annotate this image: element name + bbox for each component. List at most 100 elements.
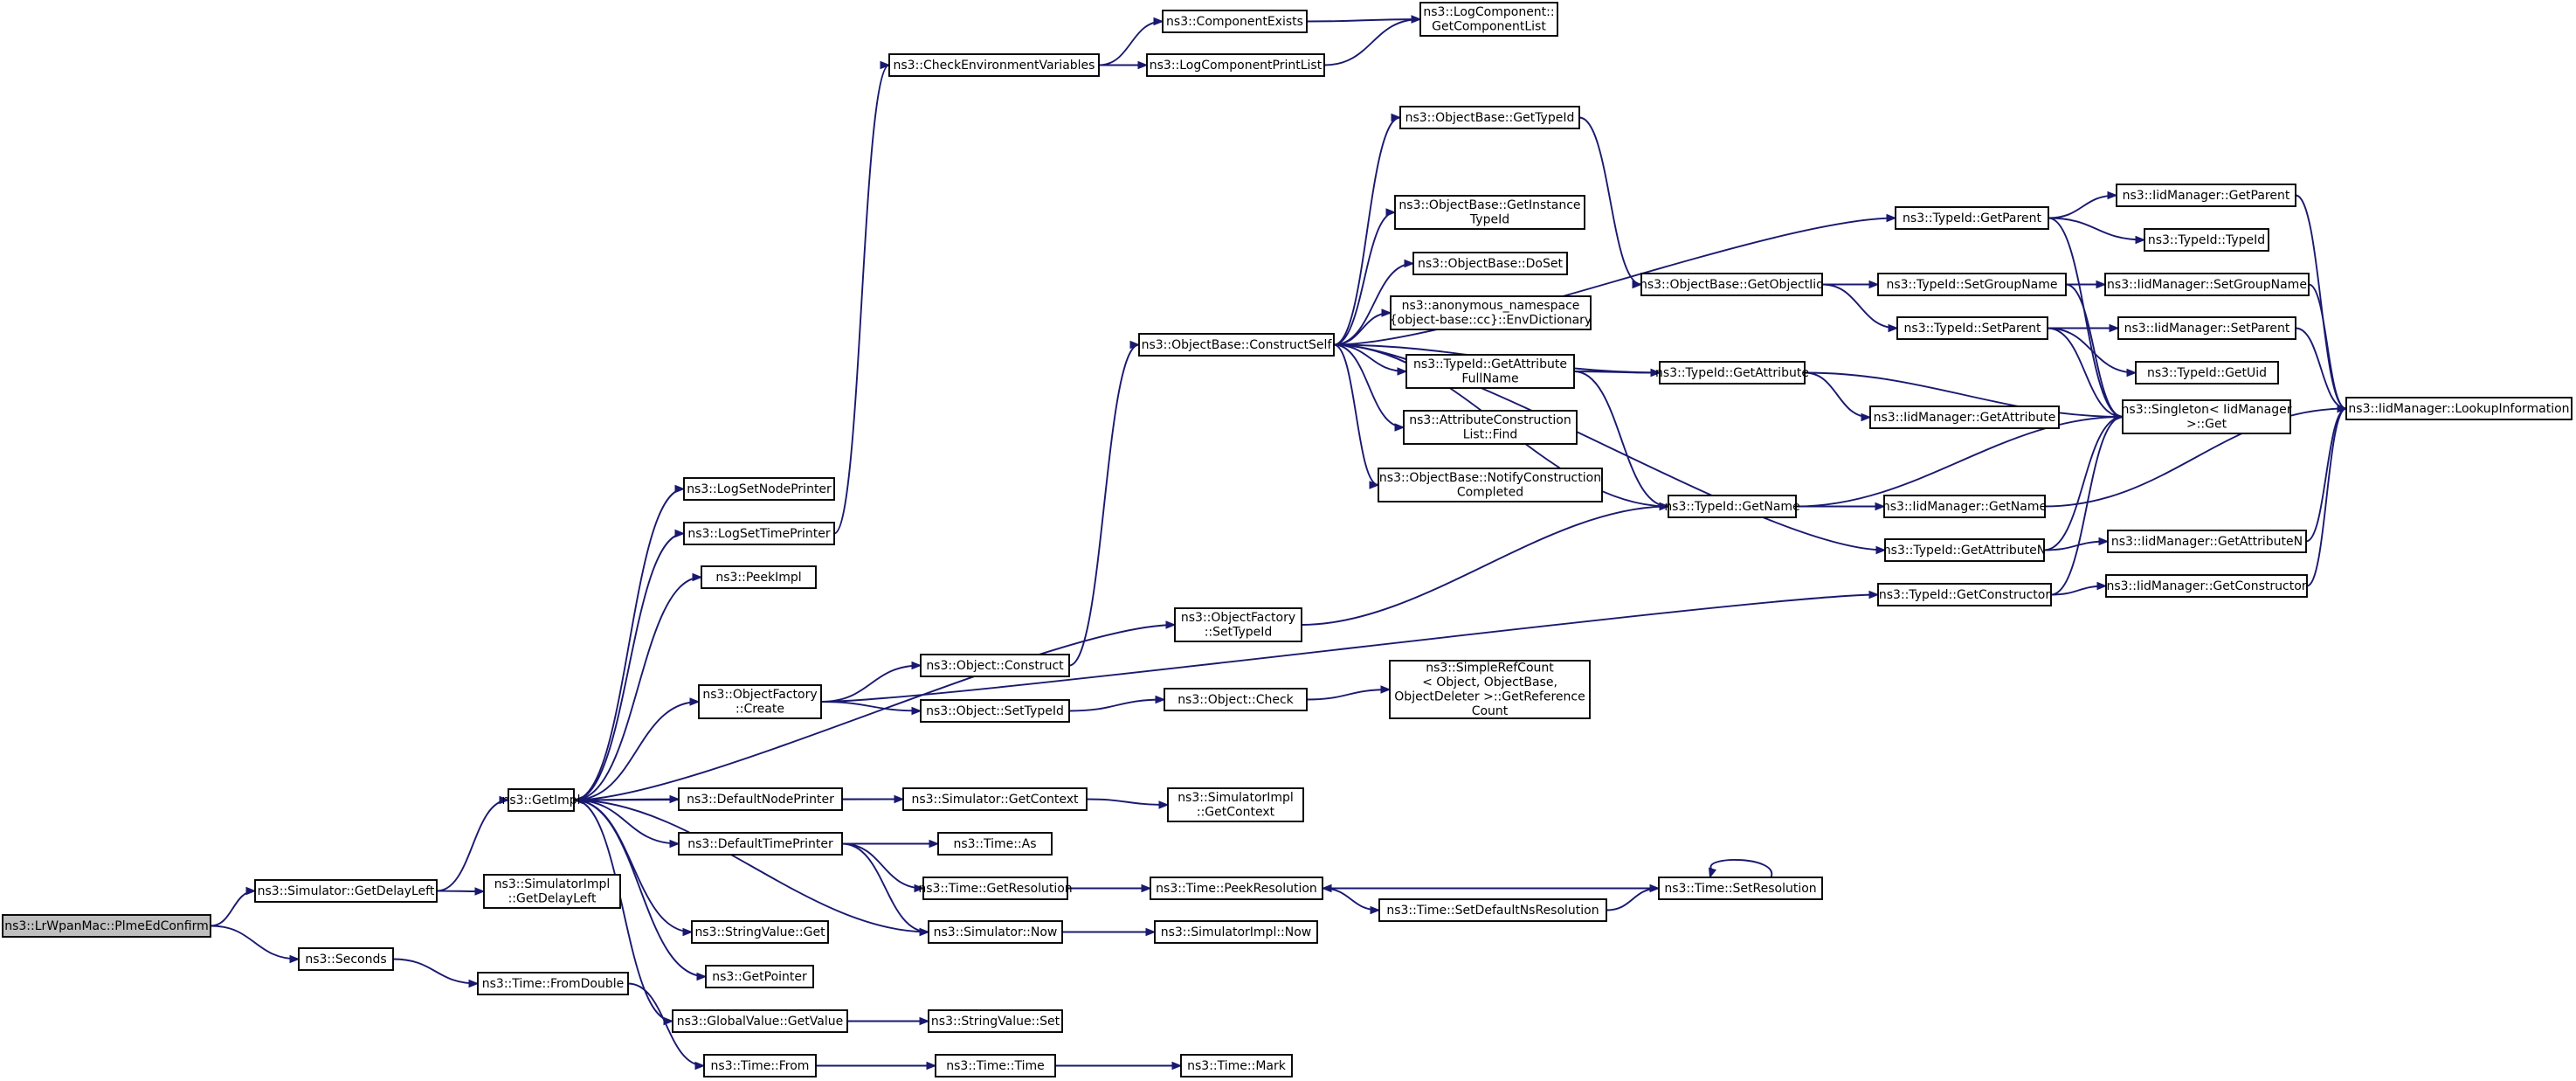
node-ns3-typeid-getattributen[interactable]: ns3::TypeId::GetAttributeN [1883,538,2046,562]
node-ns3-time-mark[interactable]: ns3::Time::Mark [1180,1054,1293,1078]
node-ns3-getpointer[interactable]: ns3::GetPointer [705,965,814,988]
node-ns3-peekimpl[interactable]: ns3::PeekImpl [701,565,817,589]
node-ns3-time-peekresolution[interactable]: ns3::Time::PeekResolution [1150,877,1323,900]
edge-line [2308,283,2347,410]
edge-arrowhead [911,661,922,670]
node-ns3-time-getresolution[interactable]: ns3::Time::GetResolution [918,877,1073,900]
node-ns3-typeid-getconstructor[interactable]: ns3::TypeId::GetConstructor [1877,583,2052,606]
node-ns3-typeid-getname[interactable]: ns3::TypeId::GetName [1664,495,1800,518]
edge-line [2048,217,2145,241]
node-ns3-time-from[interactable]: ns3::Time::From [703,1054,817,1078]
node-ns3-iidmanager-getparent[interactable]: ns3::IidManager::GetParent [2116,184,2296,207]
node-ns3-defaulttimeprinter[interactable]: ns3::DefaultTimePrinter [678,832,843,856]
edge-line [573,701,700,801]
node-ns3-iidmanager-setgroupname[interactable]: ns3::IidManager::SetGroupName [2104,273,2310,296]
node-ns3-componentexists[interactable]: ns3::ComponentExists [1162,10,1308,33]
node-ns3-iidmanager-getattributen[interactable]: ns3::IidManager::GetAttributeN [2107,530,2307,553]
edge-n22-to-n32 [1062,927,1157,937]
edge-line [1068,343,1140,667]
node-ns3-time-setdefaultnsresolution[interactable]: ns3::Time::SetDefaultNsResolution [1378,898,1607,922]
edge-arrowhead [1632,280,1643,289]
node-ns3-stringvalue-get[interactable]: ns3::StringValue::Get [691,920,829,944]
node-box [1399,106,1580,129]
node-ns3-logcomponentprintlist[interactable]: ns3::LogComponentPrintList [1146,53,1325,77]
node-ns3-objectbase-doset[interactable]: ns3::ObjectBase::DoSet [1412,252,1568,275]
node-ns3-simulatorimpl-getcontext[interactable]: ns3::SimulatorImpl::GetContext [1167,787,1304,822]
node-ns3-iidmanager-setparent[interactable]: ns3::IidManager::SetParent [2117,316,2296,340]
edge-line [1086,798,1169,806]
edge-line [820,664,922,703]
edge-arrowhead [2098,537,2110,546]
node-ns3-time-time[interactable]: ns3::Time::Time [935,1054,1056,1078]
node-label: ns3::IidManager::GetAttribute [1874,411,2056,425]
edge-n1-to-n3 [436,795,510,892]
node-ns3-logcomponent-getcomponentlist[interactable]: ns3::LogComponent::GetComponentList [1419,2,1558,37]
node-ns3-simulatorimpl-getdelayleft[interactable]: ns3::SimulatorImpl::GetDelayLeft [483,874,621,909]
node-ns3-iidmanager-lookupinformation[interactable]: ns3::IidManager::LookupInformation [2345,397,2573,420]
node-label: ns3::Simulator::GetDelayLeft [258,884,435,898]
node-ns3-typeid-getuid[interactable]: ns3::TypeId::GetUid [2135,361,2279,385]
node-label: ns3::ObjectBase::GetInstance [1398,198,1580,212]
edge-n53-to-n60 [2043,412,2124,551]
node-ns3-time-as[interactable]: ns3::Time::As [937,832,1053,856]
node-ns3-simulator-getcontext[interactable]: ns3::Simulator::GetContext [902,787,1088,811]
node-ns3-iidmanager-getattribute[interactable]: ns3::IidManager::GetAttribute [1869,405,2060,429]
node-ns3-lrwpanmac-plmeedconfirm[interactable]: ns3::LrWpanMac::PlmeEdConfirm [2,914,211,938]
node-ns3-objectfactory-create[interactable]: ns3::ObjectFactory::Create [698,684,822,719]
edge-line [2043,540,2109,551]
edge-line [820,593,1879,703]
node-ns3-objectbase-gettypeid[interactable]: ns3::ObjectBase::GetTypeId [1399,106,1580,129]
node-ns3-simulator-now[interactable]: ns3::Simulator::Now [928,920,1063,944]
node-ns3-anonymous-namespace-object-base-cc-envdictionary[interactable]: ns3::anonymous_namespace{object-base::cc… [1390,295,1592,330]
edge-arrowhead [696,972,708,981]
node-ns3-logsettimeprinter[interactable]: ns3::LogSetTimePrinter [683,522,835,545]
node-ns3-objectbase-notifyconstruction-completed[interactable]: ns3::ObjectBase::NotifyConstructionCompl… [1378,468,1603,502]
edge-arrowhead [682,927,694,937]
node-label: ns3::IidManager::SetParent [2124,322,2290,336]
node-box [1658,877,1823,900]
node-ns3-simulator-getdelayleft[interactable]: ns3::Simulator::GetDelayLeft [254,879,438,903]
node-label: ns3::anonymous_namespace [1402,299,1580,313]
node-ns3-objectbase-constructself[interactable]: ns3::ObjectBase::ConstructSelf [1138,333,1335,357]
edge-n3-to-n8 [573,572,703,801]
node-box [928,920,1063,944]
node-ns3-simplerefcount-object-objectbase-objectdeleter-getreference-count[interactable]: ns3::SimpleRefCount< Object, ObjectBase,… [1389,660,1591,719]
node-ns3-typeid-setgroupname[interactable]: ns3::TypeId::SetGroupName [1877,273,2067,296]
edge-line [1301,505,1669,626]
node-ns3-singleton-iidmanager-get[interactable]: ns3::Singleton< IidManager>::Get [2122,399,2292,434]
node-ns3-object-check[interactable]: ns3::Object::Check [1164,688,1308,711]
node-ns3-defaultnodeprinter[interactable]: ns3::DefaultNodePrinter [678,787,843,811]
node-label: ns3::IidManager::GetName [1882,500,2047,514]
node-ns3-object-construct[interactable]: ns3::Object::Construct [920,654,1070,677]
edge-n9-to-n17 [820,661,922,703]
edge-n55-to-n63 [2295,194,2348,413]
node-ns3-simulatorimpl-now[interactable]: ns3::SimulatorImpl::Now [1154,920,1318,944]
node-ns3-objectbase-getobjectiid[interactable]: ns3::ObjectBase::GetObjectIid [1640,273,1824,296]
node-ns3-typeid-getattribute[interactable]: ns3::TypeId::GetAttribute [1655,361,1809,385]
node-label: ns3::ObjectBase::DoSet [1418,257,1563,271]
node-label: ns3::TypeId::GetUid [2147,366,2267,380]
node-label: ns3::SimulatorImpl [494,877,611,891]
node-box [920,699,1070,723]
node-ns3-globalvalue-getvalue[interactable]: ns3::GlobalValue::GetValue [672,1009,848,1033]
node-ns3-typeid-setparent[interactable]: ns3::TypeId::SetParent [1896,316,2048,340]
node-ns3-checkenvironmentvariables[interactable]: ns3::CheckEnvironmentVariables [888,53,1100,77]
node-label: ns3::IidManager::GetConstructor [2106,579,2306,593]
node-ns3-logsetnodeprinter[interactable]: ns3::LogSetNodePrinter [683,477,835,501]
node-ns3-typeid-getparent[interactable]: ns3::TypeId::GetParent [1895,206,2049,230]
node-ns3-getimpl[interactable]: ns3::GetImpl [501,788,581,812]
edge-line [1098,20,1164,66]
node-ns3-iidmanager-getconstructor[interactable]: ns3::IidManager::GetConstructor [2105,574,2308,598]
node-ns3-seconds[interactable]: ns3::Seconds [298,947,394,971]
node-ns3-typeid-typeid[interactable]: ns3::TypeId::TypeId [2144,228,2269,252]
node-ns3-time-fromdouble[interactable]: ns3::Time::FromDouble [477,972,629,995]
node-ns3-object-settypeid[interactable]: ns3::Object::SetTypeId [920,699,1070,723]
node-ns3-objectfactory-settypeid[interactable]: ns3::ObjectFactory::SetTypeId [1174,607,1302,642]
node-ns3-stringvalue-set[interactable]: ns3::StringValue::Set [928,1009,1063,1033]
node-ns3-time-setresolution[interactable]: ns3::Time::SetResolution [1658,877,1823,900]
node-ns3-iidmanager-getname[interactable]: ns3::IidManager::GetName [1882,495,2047,518]
edge-n0-to-n2 [210,925,300,964]
